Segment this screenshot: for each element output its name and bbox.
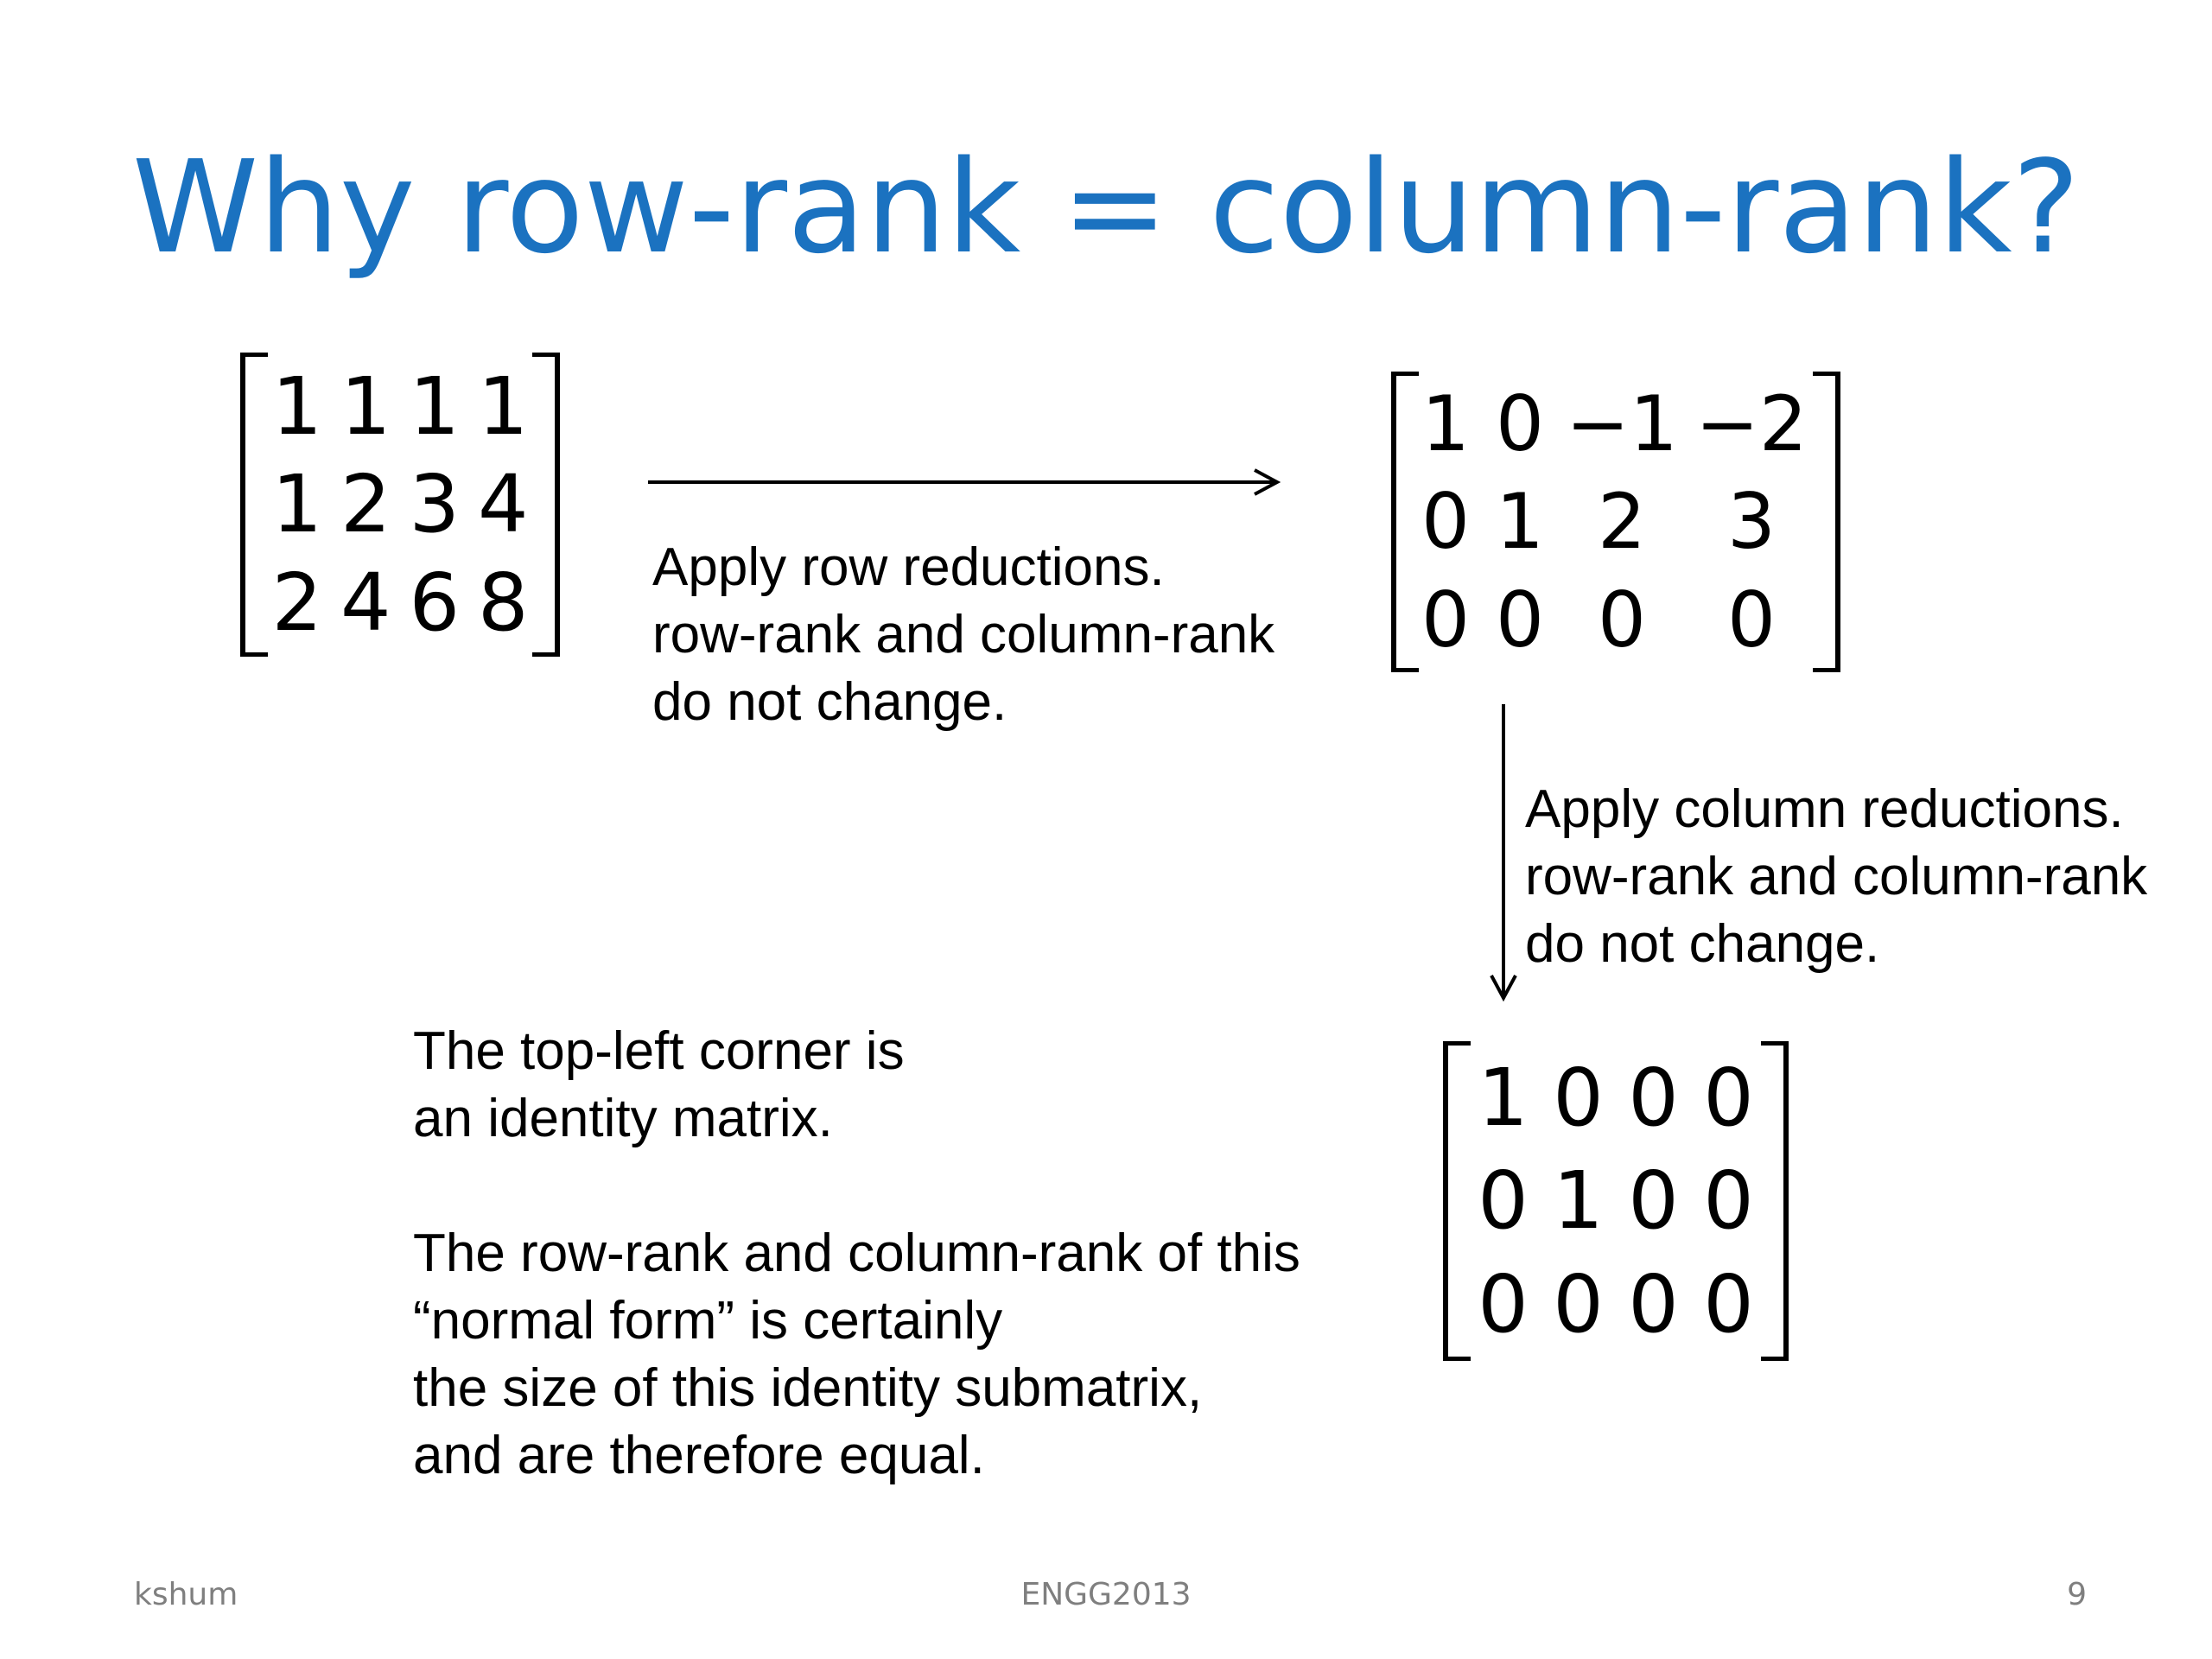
matrix-cell: 4 (477, 458, 529, 551)
column-reduction-caption: Apply column reductions. row-rank and co… (1525, 776, 2147, 978)
matrix-cell: 1 (271, 360, 323, 454)
matrix-cell: 1 (1496, 477, 1544, 567)
matrix-row-reduced: 1 0 −1 −2 0 1 2 3 0 0 0 0 (1391, 372, 1840, 672)
matrix-cell: 0 (1628, 1154, 1679, 1248)
matrix-cell: −1 (1566, 379, 1678, 469)
caption-line: The top-left corner is (413, 1021, 905, 1081)
matrix-cell: 0 (1496, 379, 1544, 469)
right-bracket (1813, 372, 1840, 672)
right-bracket (532, 353, 560, 657)
matrix-cell: 0 (1703, 1257, 1754, 1351)
caption-line: The row-rank and column-rank of this (413, 1224, 1300, 1283)
matrix-cell: 1 (271, 458, 323, 551)
slide-title: Why row-rank = column-rank? (131, 133, 2081, 282)
matrix-cell: 3 (409, 458, 461, 551)
caption-line: row-rank and column-rank (1525, 847, 2148, 906)
matrix-cell: 1 (409, 360, 461, 454)
matrix-cell: 0 (1421, 477, 1470, 567)
matrix-cell: 8 (477, 556, 529, 649)
matrix-cell: 0 (1703, 1052, 1754, 1145)
left-bracket (240, 353, 268, 657)
matrix-cell: 2 (271, 556, 323, 649)
matrix-cell: 0 (1421, 575, 1470, 664)
row-reduction-caption: Apply row reductions. row-rank and colum… (652, 534, 1274, 736)
caption-line: and are therefore equal. (413, 1426, 985, 1485)
matrix-cell: −2 (1695, 379, 1808, 469)
caption-line: do not change. (1525, 914, 1880, 974)
identity-caption: The top-left corner is an identity matri… (413, 1018, 905, 1153)
matrix-cell: 1 (1421, 379, 1470, 469)
caption-line: Apply row reductions. (652, 537, 1165, 597)
matrix-cell: 4 (340, 556, 391, 649)
matrix-cell: 0 (1727, 575, 1776, 664)
right-bracket (1761, 1041, 1789, 1361)
matrix-original: 1 1 1 1 1 2 3 4 2 4 6 8 (240, 353, 560, 657)
matrix-cell: 0 (1553, 1257, 1604, 1351)
footer-course: ENGG2013 (1020, 1577, 1192, 1612)
matrix-cell: 0 (1553, 1052, 1604, 1145)
matrix-cell: 0 (1703, 1154, 1754, 1248)
footer-author: kshum (134, 1577, 238, 1612)
matrix-cell: 1 (340, 360, 391, 454)
row-reduction-arrow (648, 468, 1281, 496)
matrix-cell: 0 (1478, 1154, 1529, 1248)
matrix-cell: 2 (1598, 477, 1646, 567)
left-bracket (1443, 1041, 1471, 1361)
matrix-normal-form: 1 0 0 0 0 1 0 0 0 0 0 0 (1443, 1041, 1789, 1361)
matrix-cell: 6 (409, 556, 461, 649)
caption-line: do not change. (652, 672, 1007, 732)
matrix-cell: 2 (340, 458, 391, 551)
matrix-cell: 0 (1496, 575, 1544, 664)
caption-line: Apply column reductions. (1525, 779, 2124, 839)
matrix-cell: 1 (1553, 1154, 1604, 1248)
matrix-cell: 1 (477, 360, 529, 454)
column-reduction-arrow (1490, 704, 1517, 1002)
normal-form-caption: The row-rank and column-rank of this “no… (413, 1220, 1300, 1490)
matrix-cell: 0 (1628, 1052, 1679, 1145)
caption-line: “normal form” is certainly (413, 1291, 1003, 1351)
caption-line: the size of this identity submatrix, (413, 1358, 1203, 1418)
matrix-cell: 0 (1478, 1257, 1529, 1351)
footer-page-number: 9 (2067, 1577, 2087, 1612)
caption-line: an identity matrix. (413, 1089, 833, 1148)
caption-line: row-rank and column-rank (652, 605, 1275, 664)
left-bracket (1391, 372, 1419, 672)
matrix-cell: 1 (1478, 1052, 1529, 1145)
matrix-cell: 0 (1628, 1257, 1679, 1351)
matrix-cell: 0 (1598, 575, 1646, 664)
matrix-cell: 3 (1727, 477, 1776, 567)
